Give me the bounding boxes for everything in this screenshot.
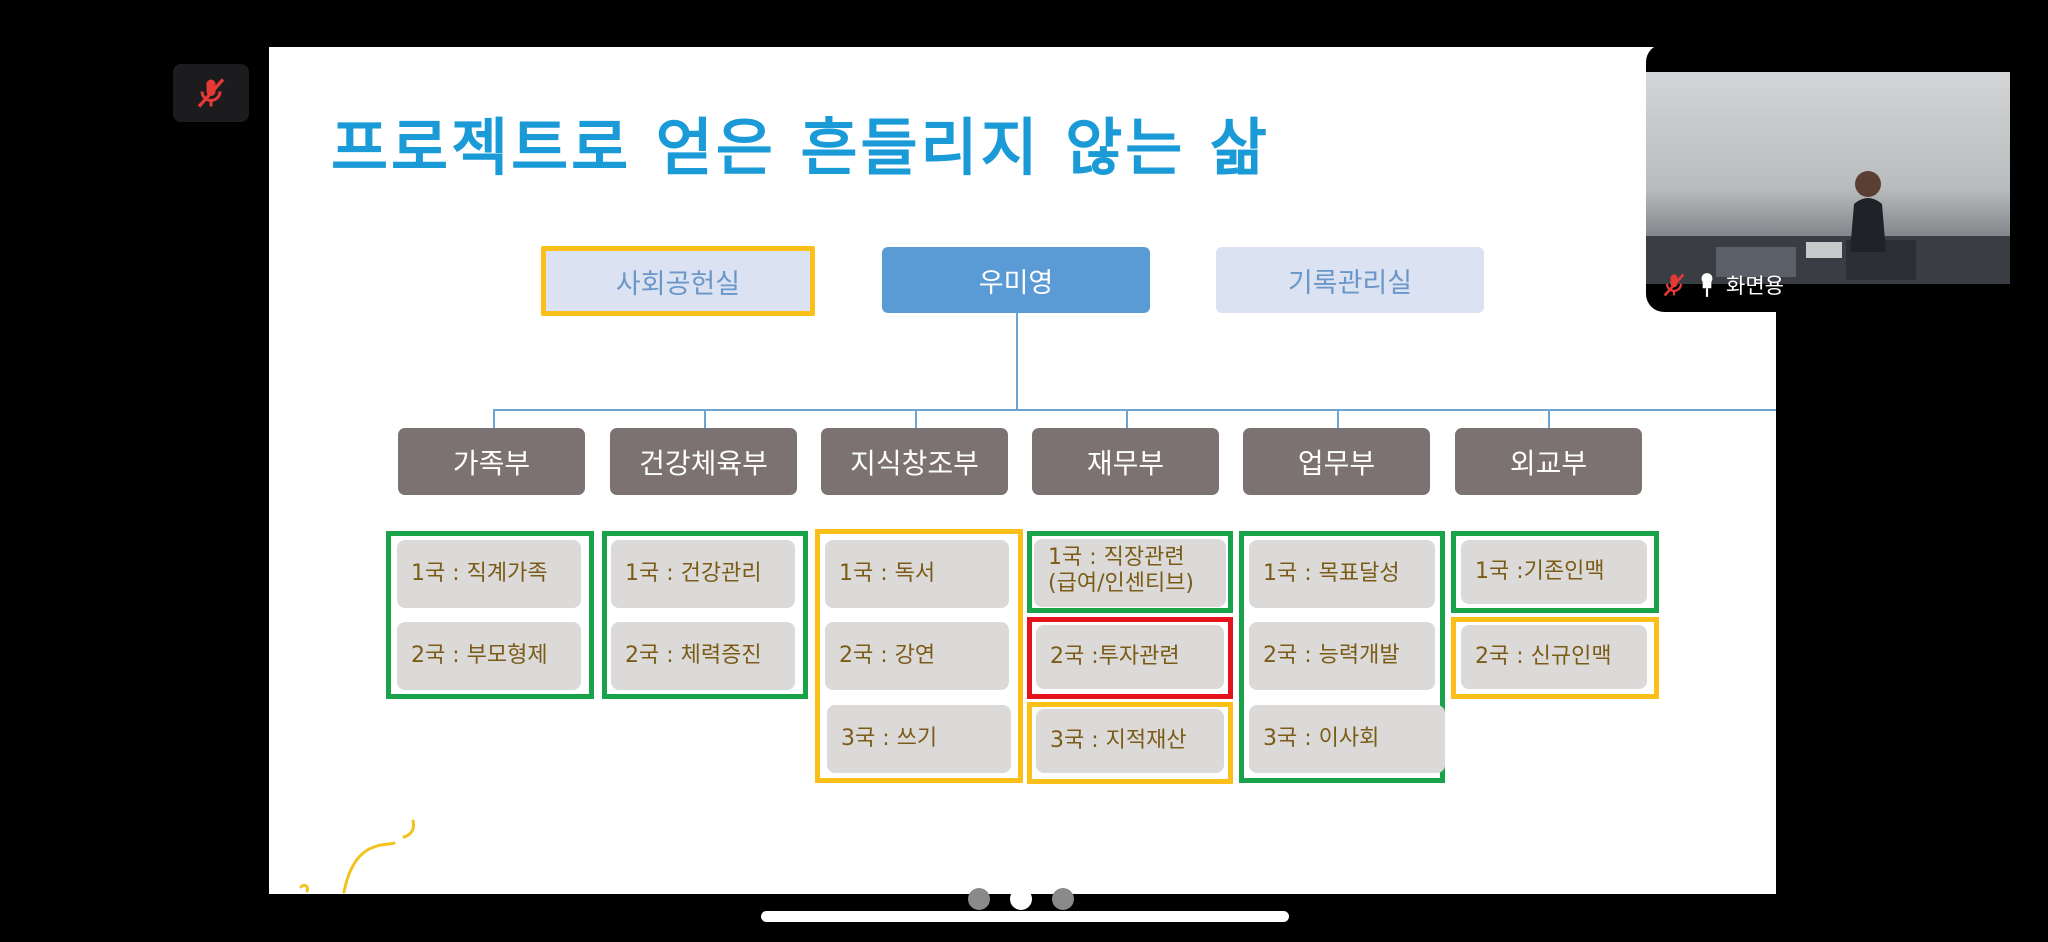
connector-drop — [1548, 409, 1550, 428]
item-finance-1-line1: 1국 : 직장관련 — [1048, 545, 1185, 570]
org-box-records: 기록관리실 — [1216, 247, 1484, 313]
participant-video-tile[interactable]: 화면용 — [1646, 44, 2010, 312]
item-finance-3: 3국 : 지적재산 — [1036, 709, 1224, 773]
page-dot-active[interactable] — [1010, 888, 1032, 910]
home-indicator[interactable] — [761, 911, 1289, 922]
pen-annotation — [299, 819, 415, 894]
item-family-2: 2국 : 부모형제 — [397, 622, 581, 690]
item-knowledge-2: 2국 : 강연 — [825, 622, 1009, 690]
connector-drop — [493, 409, 495, 428]
shared-slide: 프로젝트로 얻은 흔들리지 않는 삶 사회공헌실 우미영 기록관리실 가족부 건… — [269, 47, 1776, 894]
group-finance-1 — [1027, 531, 1233, 613]
group-finance-2 — [1027, 617, 1233, 699]
connector-drop — [704, 409, 706, 428]
item-health-2: 2국 : 체력증진 — [611, 622, 795, 690]
connector-vertical-main — [1016, 313, 1018, 409]
dept-finance: 재무부 — [1032, 428, 1219, 495]
dept-health: 건강체육부 — [610, 428, 797, 495]
item-finance-1-line2: (급여/인센티브) — [1048, 571, 1195, 597]
item-health-1: 1국 : 건강관리 — [611, 540, 795, 608]
dept-work: 업무부 — [1243, 428, 1430, 495]
mute-status-button[interactable] — [173, 64, 249, 122]
connector-drop — [1126, 409, 1128, 428]
item-knowledge-1: 1국 : 독서 — [825, 540, 1009, 608]
group-diplomacy-2 — [1451, 617, 1659, 699]
dept-knowledge: 지식창조부 — [821, 428, 1008, 495]
item-diplomacy-2: 2국 : 신규인맥 — [1461, 625, 1647, 689]
group-knowledge — [815, 529, 1023, 783]
group-work — [1239, 531, 1445, 783]
item-work-2: 2국 : 능력개발 — [1249, 622, 1435, 690]
group-health — [602, 531, 808, 699]
pin-icon — [1701, 273, 1713, 297]
page-dot[interactable] — [968, 888, 990, 910]
dept-family: 가족부 — [398, 428, 585, 495]
participant-video — [1646, 72, 2010, 284]
group-diplomacy-1 — [1451, 531, 1659, 613]
mic-muted-icon — [1663, 273, 1685, 297]
page-dot[interactable] — [1052, 888, 1074, 910]
group-family — [386, 531, 594, 699]
connector-drop — [1337, 409, 1339, 428]
item-work-1: 1국 : 목표달성 — [1249, 540, 1435, 608]
item-finance-2: 2국 :투자관련 — [1036, 625, 1224, 689]
org-box-social: 사회공헌실 — [541, 246, 815, 316]
mic-muted-icon — [197, 78, 225, 108]
item-work-3: 3국 : 이사회 — [1249, 705, 1445, 773]
item-knowledge-3: 3국 : 쓰기 — [827, 705, 1011, 773]
connector-drop — [915, 409, 917, 428]
item-finance-1: 1국 : 직장관련 (급여/인센티브) — [1034, 539, 1226, 607]
presenter-figure — [1646, 171, 2010, 284]
participant-name: 화면용 — [1726, 274, 1784, 298]
connector-horizontal — [493, 409, 1776, 411]
dept-diplomacy: 외교부 — [1455, 428, 1642, 495]
group-finance-3 — [1027, 702, 1233, 784]
item-family-1: 1국 : 직계가족 — [397, 540, 581, 608]
org-box-ceo: 우미영 — [882, 247, 1150, 313]
item-diplomacy-1: 1국 :기존인맥 — [1461, 540, 1647, 604]
page-indicator[interactable] — [968, 888, 1074, 910]
slide-title: 프로젝트로 얻은 흔들리지 않는 삶 — [331, 111, 1270, 184]
participant-name-tag: 화면용 — [1660, 266, 1784, 304]
